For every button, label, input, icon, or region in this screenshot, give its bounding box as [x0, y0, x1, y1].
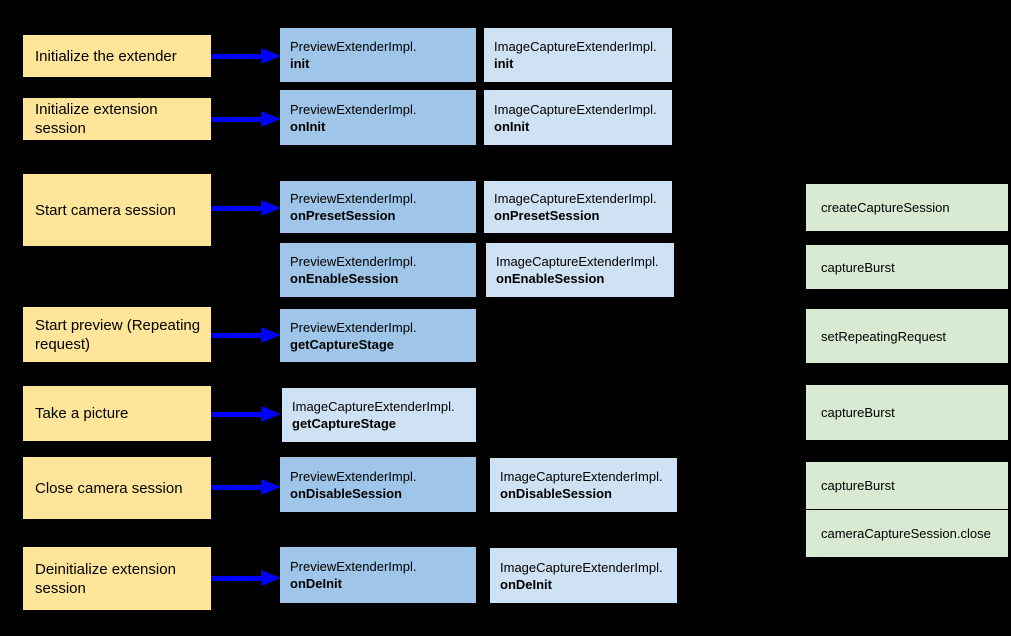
class-name: PreviewExtenderImpl.: [290, 254, 417, 269]
preview-extender-getcapturestage-box: PreviewExtenderImpl. getCaptureStage: [280, 309, 476, 362]
camera-call-label: captureBurst: [821, 405, 895, 420]
step-close-camera-session: Close camera session: [23, 457, 211, 519]
class-name: PreviewExtenderImpl.: [290, 39, 417, 54]
step-label: Start preview (Repeating request): [35, 316, 201, 353]
method-name: onPresetSession: [290, 208, 396, 223]
preview-extender-init-box: PreviewExtenderImpl. init: [280, 28, 476, 82]
flow-arrow-icon: [211, 570, 281, 586]
class-name: PreviewExtenderImpl.: [290, 191, 417, 206]
class-name: ImageCaptureExtenderImpl.: [494, 191, 657, 206]
flow-arrow-icon: [211, 111, 281, 127]
method-name: onInit: [290, 118, 326, 134]
step-label: Initialize extension session: [35, 101, 158, 137]
camera-captureburst-box: captureBurst: [806, 385, 1008, 440]
preview-extender-ondeinit-box: PreviewExtenderImpl. onDeInit: [280, 547, 476, 603]
class-name: PreviewExtenderImpl.: [290, 319, 417, 335]
class-name: ImageCaptureExtenderImpl.: [494, 39, 657, 54]
method-name: getCaptureStage: [292, 416, 397, 431]
preview-extender-ondisablesession-box: PreviewExtenderImpl. onDisableSession: [280, 457, 476, 512]
step-label: Deinitialize extension session: [35, 560, 176, 597]
flow-arrow-icon: [211, 479, 281, 495]
imagecapture-extender-onenablesession-box: ImageCaptureExtenderImpl. onEnableSessio…: [486, 243, 674, 297]
method-name: getCaptureStage: [290, 336, 395, 352]
method-name: onEnableSession: [290, 271, 399, 286]
preview-extender-onpresetsession-box: PreviewExtenderImpl. onPresetSession: [280, 181, 476, 233]
step-start-camera-session: Start camera session: [23, 174, 211, 246]
imagecapture-extender-init-box: ImageCaptureExtenderImpl. init: [484, 28, 672, 82]
preview-extender-onenablesession-box: PreviewExtenderImpl. onEnableSession: [280, 243, 476, 297]
imagecapture-extender-ondeinit-box: ImageCaptureExtenderImpl. onDeInit: [490, 548, 677, 603]
preview-extender-oninit-box: PreviewExtenderImpl. onInit: [280, 90, 476, 145]
camera-call-label: captureBurst: [821, 259, 895, 275]
step-label: Take a picture: [35, 405, 129, 422]
method-name: init: [494, 56, 514, 71]
imagecapture-extender-oninit-box: ImageCaptureExtenderImpl. onInit: [484, 90, 672, 145]
class-name: ImageCaptureExtenderImpl.: [500, 469, 663, 484]
camera-call-label: createCaptureSession: [821, 200, 950, 215]
method-name: onDeInit: [500, 576, 552, 592]
method-name: onPresetSession: [494, 208, 600, 223]
imagecapture-extender-getcapturestage-box: ImageCaptureExtenderImpl. getCaptureStag…: [282, 388, 476, 442]
method-name: onDisableSession: [290, 485, 402, 501]
step-initialize-extension-session: Initialize extension session: [23, 98, 211, 140]
class-name: PreviewExtenderImpl.: [290, 468, 417, 484]
camera-captureburst-box: captureBurst: [806, 462, 1008, 509]
class-name: PreviewExtenderImpl.: [290, 559, 417, 574]
camera-call-label: cameraCaptureSession.close: [821, 526, 991, 541]
step-label: Initialize the extender: [35, 47, 177, 65]
step-start-preview: Start preview (Repeating request): [23, 307, 211, 362]
flow-arrow-icon: [211, 406, 281, 422]
step-take-a-picture: Take a picture: [23, 386, 211, 441]
step-deinitialize-extension-session: Deinitialize extension session: [23, 547, 211, 610]
camera-createcapturesession-box: createCaptureSession: [806, 184, 1008, 231]
camera-captureburst-box: captureBurst: [806, 245, 1008, 289]
class-name: ImageCaptureExtenderImpl.: [292, 399, 455, 414]
flow-arrow-icon: [211, 200, 281, 216]
imagecapture-extender-onpresetsession-box: ImageCaptureExtenderImpl. onPresetSessio…: [484, 181, 672, 233]
camera-capturesession-close-box: cameraCaptureSession.close: [806, 510, 1008, 557]
flow-arrow-icon: [211, 48, 281, 64]
class-name: ImageCaptureExtenderImpl.: [500, 559, 663, 575]
method-name: onDisableSession: [500, 486, 612, 501]
camera-call-label: captureBurst: [821, 478, 895, 493]
step-initialize-the-extender: Initialize the extender: [23, 35, 211, 77]
class-name: ImageCaptureExtenderImpl.: [496, 254, 659, 269]
method-name: onDeInit: [290, 576, 342, 591]
method-name: onEnableSession: [496, 271, 605, 286]
step-label: Close camera session: [35, 479, 183, 497]
method-name: init: [290, 56, 310, 71]
class-name: ImageCaptureExtenderImpl.: [494, 101, 657, 117]
step-label: Start camera session: [35, 201, 176, 219]
camera-call-label: setRepeatingRequest: [821, 328, 947, 344]
class-name: PreviewExtenderImpl.: [290, 101, 417, 117]
imagecapture-extender-ondisablesession-box: ImageCaptureExtenderImpl. onDisableSessi…: [490, 458, 677, 512]
flow-arrow-icon: [211, 327, 281, 343]
method-name: onInit: [494, 118, 530, 134]
camera-setrepeatingrequest-box: setRepeatingRequest: [806, 309, 1008, 363]
